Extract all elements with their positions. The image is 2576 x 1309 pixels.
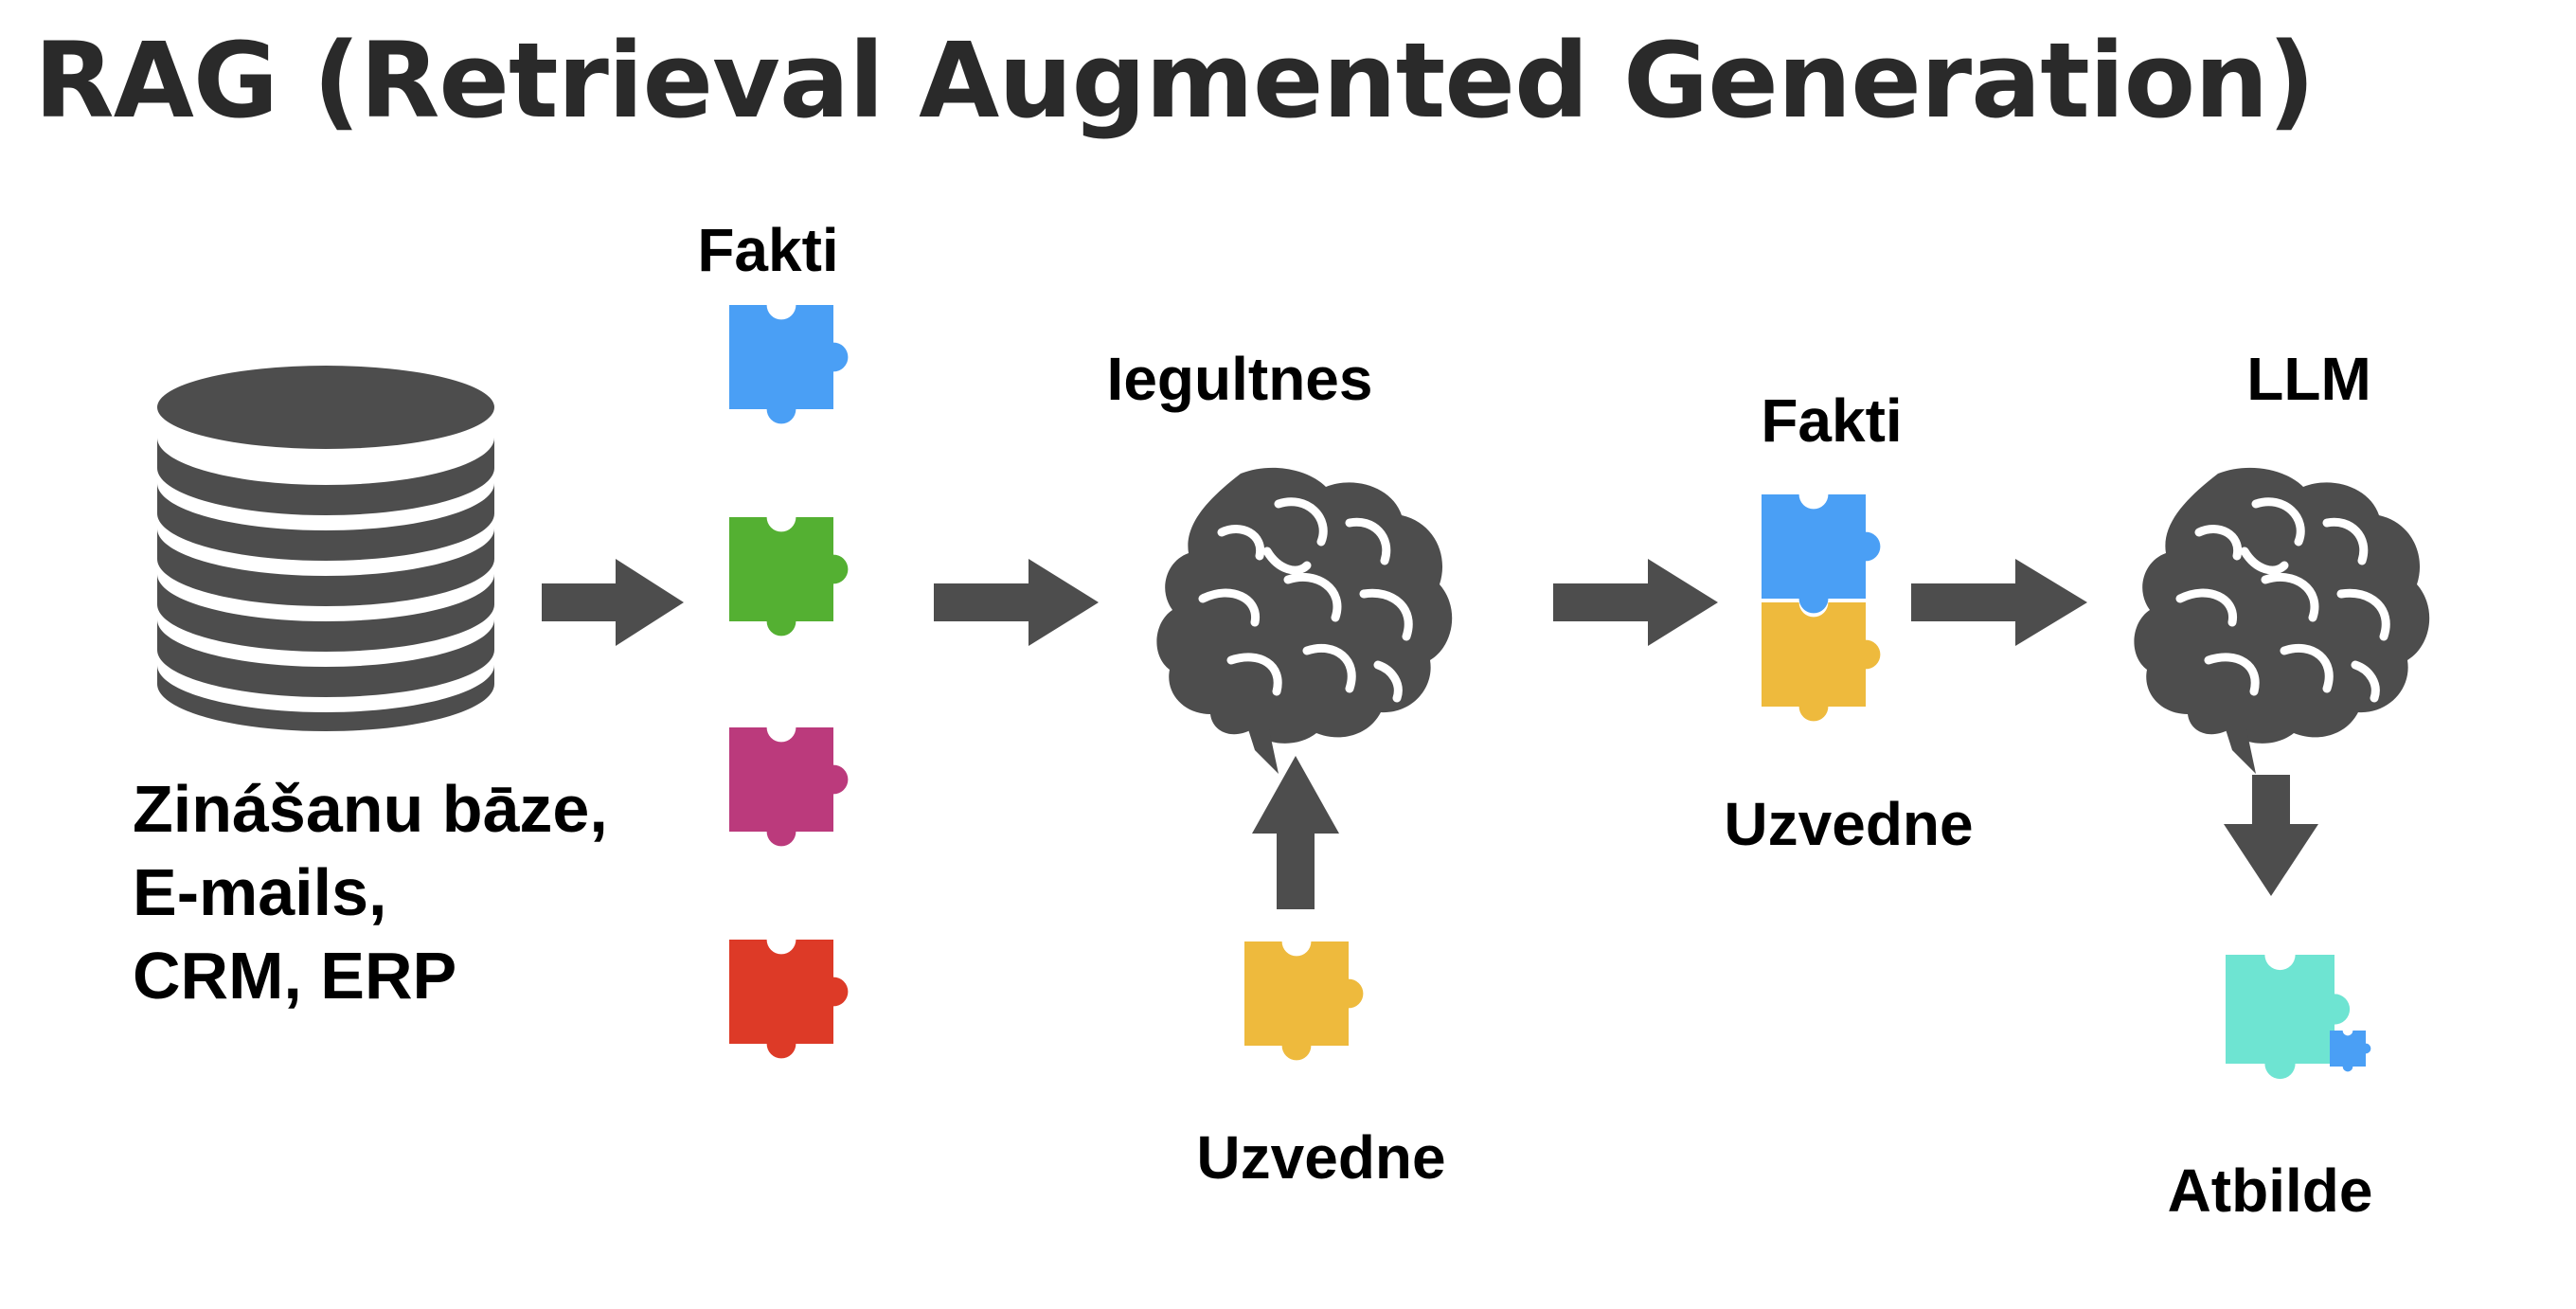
yellow-puzzle-piece-icon xyxy=(1244,941,1364,1061)
blue-puzzle-piece-icon xyxy=(1762,494,1881,614)
yellow-puzzle-piece-icon xyxy=(1762,602,1881,722)
llm-label: LLM xyxy=(2246,345,2371,413)
knowledge-base-line: E-mails, xyxy=(133,855,387,929)
arrow-right-icon xyxy=(1911,559,2087,646)
embeddings-label: Iegultnes xyxy=(1106,345,1373,413)
red-puzzle-piece-icon xyxy=(729,940,849,1059)
knowledge-base-line: Zinášanu bāze, xyxy=(133,772,608,846)
arrow-right-icon xyxy=(934,559,1099,646)
knowledge-base-label: Zinášanu bāze, E-mails, CRM, ERP xyxy=(133,767,608,1017)
prompt-bottom-label: Uzvedne xyxy=(1196,1123,1446,1192)
arrow-right-icon xyxy=(1553,559,1718,646)
arrow-down-icon xyxy=(2224,775,2318,896)
page-title: RAG (Retrieval Augmented Generation) xyxy=(34,20,2316,141)
prompt-right-label: Uzvedne xyxy=(1724,790,1974,858)
facts-right-label: Fakti xyxy=(1761,386,1903,455)
llm-brain-icon xyxy=(2134,467,2430,774)
arrow-up-icon xyxy=(1252,756,1339,909)
small-blue-puzzle-piece-icon xyxy=(2330,1031,2371,1072)
brain-icon xyxy=(1156,467,1453,774)
magenta-puzzle-piece-icon xyxy=(729,727,849,847)
database-icon xyxy=(157,366,494,731)
arrow-right-icon xyxy=(542,559,684,646)
facts-left-label: Fakti xyxy=(697,216,839,284)
answer-label: Atbilde xyxy=(2167,1157,2373,1225)
green-puzzle-piece-icon xyxy=(729,517,849,637)
blue-puzzle-piece-icon xyxy=(729,305,849,424)
knowledge-base-line: CRM, ERP xyxy=(133,939,457,1013)
